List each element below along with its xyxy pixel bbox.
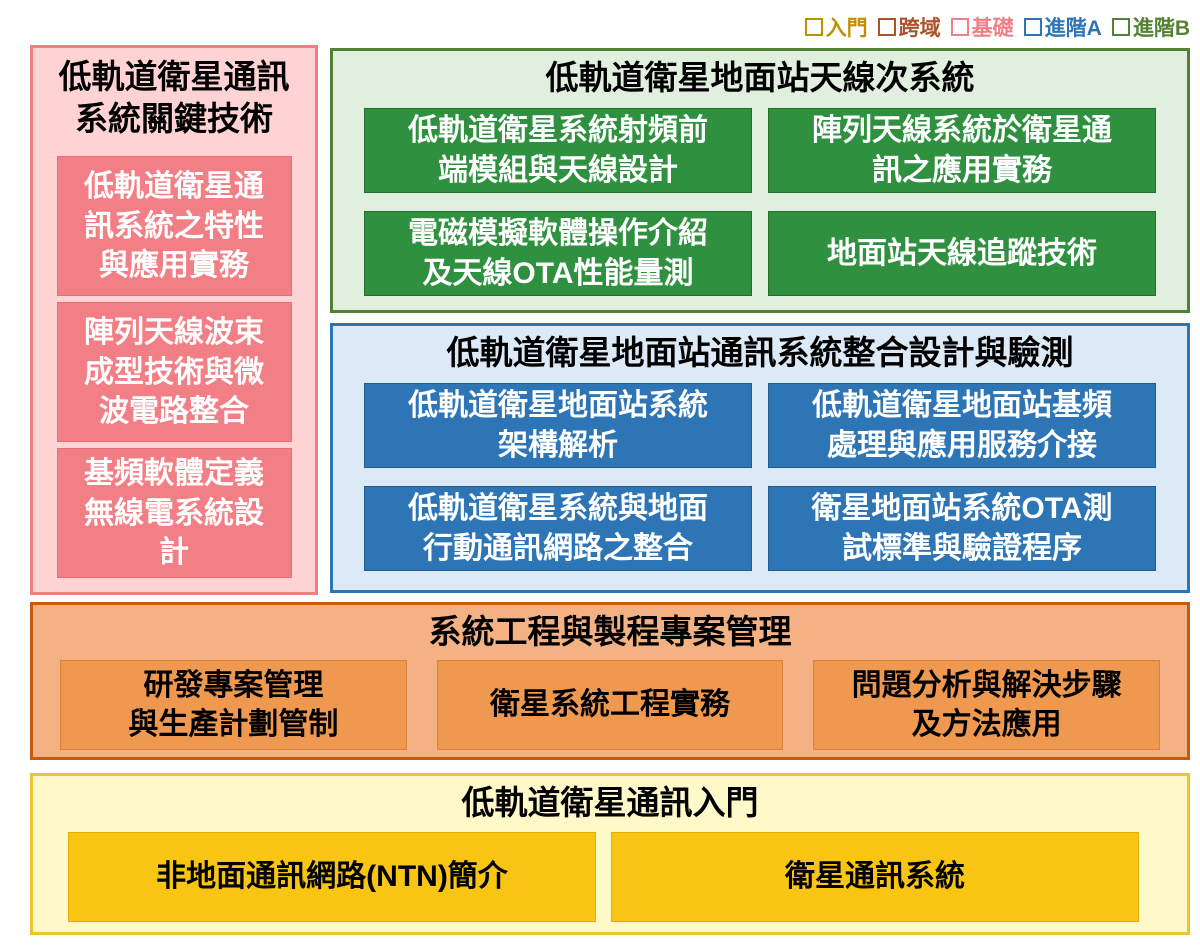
panel-ground-station-antenna-title: 低軌道衛星地面站天線次系統 bbox=[545, 59, 975, 96]
course-box-ground-station-architecture: 低軌道衛星地面站系統 架構解析 bbox=[364, 383, 752, 469]
panel-comm-system-integration: 低軌道衛星地面站通訊系統整合設計與驗測 低軌道衛星地面站系統 架構解析 低軌道衛… bbox=[330, 323, 1190, 593]
course-box-baseband-service-interface: 低軌道衛星地面站基頻 處理與應用服務介接 bbox=[768, 383, 1156, 469]
legend-label-advanced-a: 進階A bbox=[1044, 17, 1102, 40]
swatch-cross-icon bbox=[877, 18, 896, 36]
legend-item-basic: 基礎 bbox=[950, 12, 1014, 42]
legend-item-advanced-a: 進階A bbox=[1023, 12, 1102, 42]
legend-label-advanced-b: 進階B bbox=[1132, 17, 1190, 40]
legend-item-cross: 跨域 bbox=[877, 12, 941, 42]
intro-course-row: 非地面通訊網路(NTN)簡介 衛星通訊系統 bbox=[33, 824, 1187, 923]
panel-comm-system-integration-title: 低軌道衛星地面站通訊系統整合設計與驗測 bbox=[446, 334, 1074, 371]
course-box-array-beamforming: 陣列天線波束 成型技術與微 波電路整合 bbox=[56, 302, 292, 443]
course-box-array-antenna-application: 陣列天線系統於衛星通 訊之應用實務 bbox=[768, 108, 1156, 194]
course-box-ntn-introduction: 非地面通訊網路(NTN)簡介 bbox=[68, 832, 596, 923]
course-box-leo-mobile-network-integration: 低軌道衛星系統與地面 行動通訊網路之整合 bbox=[364, 486, 752, 572]
legend-label-cross: 跨域 bbox=[898, 17, 941, 40]
course-box-problem-analysis: 問題分析與解決步驟 及方法應用 bbox=[813, 660, 1161, 751]
swatch-intro-icon bbox=[804, 18, 823, 36]
legend-item-advanced-b: 進階B bbox=[1111, 12, 1190, 42]
legend: 入門 跨域 基礎 進階A 進階B bbox=[804, 12, 1190, 42]
course-box-em-simulation-ota: 電磁模擬軟體操作介紹 及天線OTA性能量測 bbox=[364, 211, 752, 297]
course-box-leo-characteristics: 低軌道衛星通 訊系統之特性 與應用實務 bbox=[56, 156, 292, 297]
panel-system-engineering: 系統工程與製程專案管理 研發專案管理 與生產計劃管制 衛星系統工程實務 問題分析… bbox=[30, 602, 1190, 760]
course-box-rf-frontend-antenna: 低軌道衛星系統射頻前 端模組與天線設計 bbox=[364, 108, 752, 194]
legend-label-intro: 入門 bbox=[825, 17, 868, 40]
antenna-course-grid: 低軌道衛星系統射頻前 端模組與天線設計 陣列天線系統於衛星通 訊之應用實務 電磁… bbox=[333, 99, 1187, 297]
panel-key-technologies: 低軌道衛星通訊 系統關鍵技術 低軌道衛星通 訊系統之特性 與應用實務 陣列天線波… bbox=[30, 45, 318, 595]
course-box-ota-test-standards: 衛星地面站系統OTA測 試標準與驗證程序 bbox=[768, 486, 1156, 572]
swatch-advanced-a-icon bbox=[1023, 18, 1042, 36]
panel-ground-station-antenna: 低軌道衛星地面站天線次系統 低軌道衛星系統射頻前 端模組與天線設計 陣列天線系統… bbox=[330, 48, 1190, 313]
swatch-advanced-b-icon bbox=[1111, 18, 1130, 36]
legend-label-basic: 基礎 bbox=[971, 17, 1014, 40]
swatch-basic-icon bbox=[950, 18, 969, 36]
panel-system-engineering-title: 系統工程與製程專案管理 bbox=[428, 613, 792, 650]
course-box-satellite-comm-systems: 衛星通訊系統 bbox=[611, 832, 1139, 923]
course-box-sdr-design: 基頻軟體定義 無線電系統設 計 bbox=[56, 448, 292, 579]
course-box-satellite-system-engineering: 衛星系統工程實務 bbox=[436, 660, 784, 751]
integration-course-grid: 低軌道衛星地面站系統 架構解析 低軌道衛星地面站基頻 處理與應用服務介接 低軌道… bbox=[333, 374, 1187, 572]
panel-key-technologies-title: 低軌道衛星通訊 系統關鍵技術 bbox=[58, 58, 290, 138]
panel-leo-intro-title: 低軌道衛星通訊入門 bbox=[461, 784, 759, 821]
panel-leo-intro: 低軌道衛星通訊入門 非地面通訊網路(NTN)簡介 衛星通訊系統 bbox=[30, 773, 1190, 935]
course-box-rd-project-management: 研發專案管理 與生產計劃管制 bbox=[60, 660, 407, 751]
course-box-antenna-tracking: 地面站天線追蹤技術 bbox=[768, 211, 1156, 297]
legend-item-intro: 入門 bbox=[804, 12, 868, 42]
system-engineering-course-row: 研發專案管理 與生產計劃管制 衛星系統工程實務 問題分析與解決步驟 及方法應用 bbox=[33, 653, 1187, 751]
